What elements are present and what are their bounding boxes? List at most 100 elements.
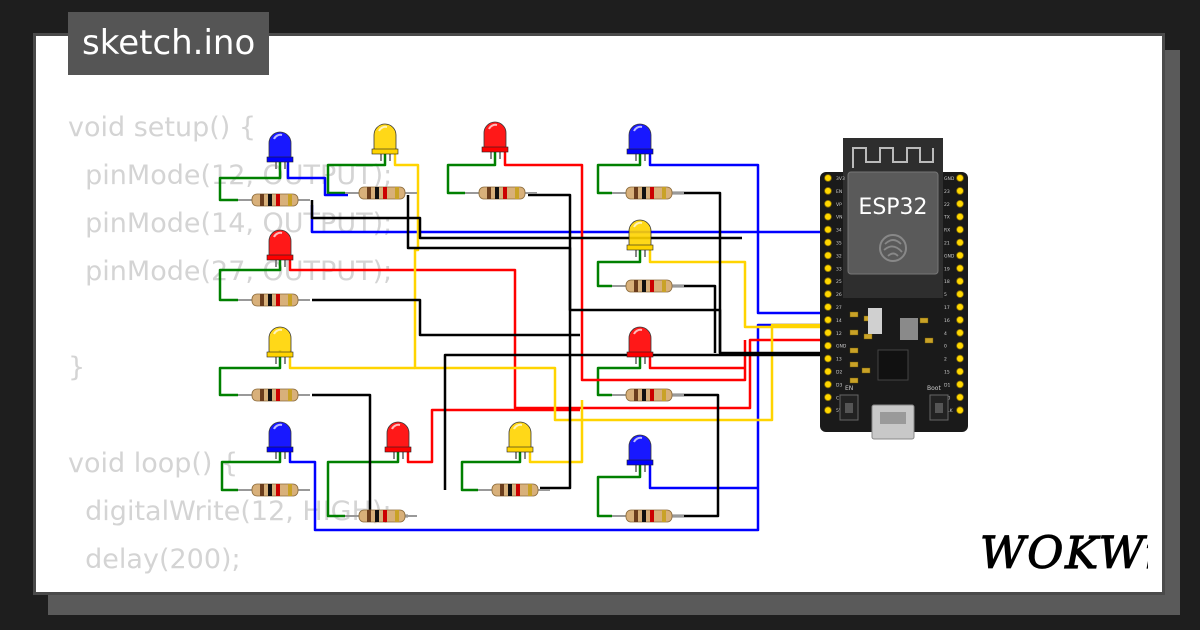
board-label: ESP32: [858, 195, 927, 220]
smd-component: [849, 347, 859, 354]
pin-label: 17: [944, 305, 950, 311]
resistor[interactable]: [612, 388, 684, 402]
esp32-board[interactable]: ESP323V3ENVPVN343532332526271412GND13D2D…: [820, 138, 968, 440]
pin-right[interactable]: 0: [944, 341, 964, 350]
en-button[interactable]: [839, 394, 859, 421]
code-line: delay(200);: [68, 544, 241, 575]
pin-left[interactable]: 25: [824, 277, 842, 285]
pin-right[interactable]: TX: [943, 212, 964, 221]
code-line: }: [68, 352, 86, 383]
pin-left[interactable]: 34: [824, 225, 842, 234]
pin-left[interactable]: 35: [824, 238, 842, 247]
pin-label: 35: [836, 241, 842, 247]
pin-right[interactable]: GND: [944, 251, 964, 259]
resistor[interactable]: [238, 193, 310, 207]
led[interactable]: [266, 326, 294, 364]
pin-left[interactable]: VN: [824, 212, 843, 221]
pin-label: TX: [943, 215, 950, 221]
pin-left[interactable]: D2: [824, 367, 843, 376]
wire: [672, 191, 722, 353]
resistor[interactable]: [612, 186, 684, 200]
led[interactable]: [384, 421, 412, 459]
pin-right[interactable]: 4: [944, 328, 964, 337]
wire: [648, 465, 758, 490]
resistor[interactable]: [465, 186, 537, 200]
led[interactable]: [626, 123, 654, 161]
smd-component: [849, 361, 859, 368]
code-line: pinMode(14, OUTPUT);: [68, 208, 393, 239]
smd-component: [861, 367, 871, 374]
wire: [672, 393, 720, 518]
resistor[interactable]: [345, 509, 417, 523]
pin-right[interactable]: 19: [944, 264, 964, 272]
shield-can: [847, 171, 939, 275]
pin-right[interactable]: 23: [944, 187, 964, 195]
smd-component: [849, 329, 859, 336]
regulator-large: [900, 318, 918, 340]
pin-label: 4: [944, 331, 947, 337]
pin-left[interactable]: 14: [824, 316, 842, 324]
pin-left[interactable]: 13: [824, 354, 842, 363]
led[interactable]: [626, 219, 654, 257]
led[interactable]: [506, 421, 534, 459]
pin-label: 27: [836, 305, 842, 311]
led[interactable]: [266, 229, 294, 267]
pin-left[interactable]: 5V: [824, 406, 843, 414]
pin-right[interactable]: 21: [944, 238, 964, 247]
wire: [596, 152, 642, 195]
resistor[interactable]: [612, 509, 684, 523]
wire: [596, 250, 642, 288]
pin-right[interactable]: 22: [944, 200, 964, 208]
led[interactable]: [371, 123, 399, 161]
pin-label: D2: [836, 370, 842, 376]
pin-left[interactable]: D3: [824, 380, 843, 388]
resistor[interactable]: [612, 279, 684, 293]
pin-left[interactable]: 12: [824, 328, 842, 337]
led[interactable]: [481, 121, 509, 159]
antenna-icon: [852, 147, 934, 168]
resistor[interactable]: [238, 388, 310, 402]
pin-left[interactable]: VP: [824, 200, 842, 208]
pin-left[interactable]: 3V3: [824, 174, 845, 182]
pin-label: 18: [944, 279, 950, 285]
pin-label: EN: [836, 189, 842, 195]
pin-left[interactable]: 33: [824, 264, 842, 272]
pin-left[interactable]: 32: [824, 251, 842, 259]
resistor[interactable]: [478, 483, 550, 497]
led[interactable]: [626, 326, 654, 364]
pin-right[interactable]: GND: [944, 174, 964, 182]
pin-right[interactable]: 17: [944, 303, 964, 311]
pin-left[interactable]: 27: [824, 303, 842, 311]
wire: [406, 408, 580, 464]
pin-right[interactable]: D1: [944, 380, 964, 388]
smd-component: [919, 317, 929, 324]
boot-button[interactable]: [929, 394, 949, 421]
pin-left[interactable]: EN: [824, 187, 843, 195]
pin-label: 22: [944, 202, 950, 208]
pin-right[interactable]: 16: [944, 316, 964, 324]
file-name-tab[interactable]: sketch.ino: [68, 12, 270, 75]
pin-right[interactable]: RX: [944, 225, 964, 234]
code-line: pinMode(27, OUTPUT);: [68, 256, 393, 287]
smd-component: [924, 337, 934, 344]
resistor[interactable]: [238, 483, 310, 497]
pin-label: D3: [836, 382, 842, 388]
pin-right[interactable]: 2: [944, 354, 964, 363]
resistor[interactable]: [345, 186, 417, 200]
pin-right[interactable]: 5: [944, 290, 964, 298]
led[interactable]: [266, 131, 294, 169]
wire: [218, 258, 282, 302]
led[interactable]: [626, 434, 654, 472]
resistor[interactable]: [238, 293, 310, 307]
pin-label: 3V3: [836, 176, 845, 182]
pin-right[interactable]: 15: [944, 367, 964, 376]
pin-right[interactable]: 18: [944, 277, 964, 285]
pin-left[interactable]: GND: [824, 341, 847, 350]
wire: [443, 353, 830, 490]
pin-right[interactable]: CLK: [944, 406, 964, 414]
led[interactable]: [266, 421, 294, 459]
pin-label: 34: [836, 228, 842, 234]
wire: [460, 450, 522, 492]
pin-left[interactable]: 26: [824, 290, 842, 298]
